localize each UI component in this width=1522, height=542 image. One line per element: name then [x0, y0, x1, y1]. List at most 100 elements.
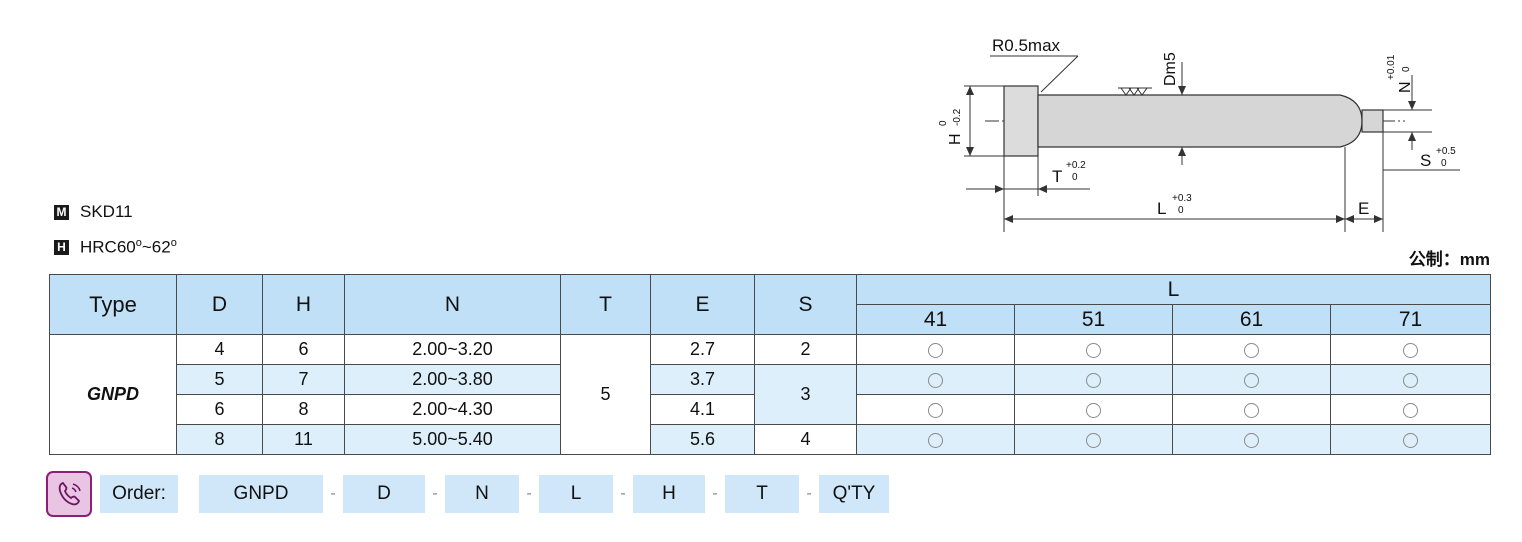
availability-mark	[1403, 432, 1418, 448]
radius-label: R0.5max	[992, 36, 1061, 55]
header-l: L	[856, 274, 1491, 305]
cell-h: 8	[262, 394, 345, 425]
finish-symbol	[1118, 87, 1152, 96]
cell-t: 5	[560, 334, 651, 455]
dm5-label: Dm5	[1162, 52, 1179, 86]
pin-drawing: R0.5max Dm5 H 0 -0.2 N +0.01 0 S +0.5 0 …	[938, 36, 1460, 232]
header-type: Type	[49, 274, 177, 335]
pin-shank	[1037, 94, 1363, 148]
spec-table: Type D H N T E S L 41 51 61 71 GNPD 4 6 …	[49, 274, 1491, 455]
availability-mark	[1244, 402, 1259, 418]
svg-text:+0.2: +0.2	[1066, 160, 1086, 171]
availability-mark	[1403, 402, 1418, 418]
cell-l-71	[1330, 424, 1491, 455]
header-h: H	[262, 274, 345, 335]
header-n: N	[344, 274, 561, 335]
header-s: S	[754, 274, 857, 335]
cell-e: 5.6	[650, 424, 755, 455]
header-l-51: 51	[1014, 304, 1173, 335]
material-value: SKD11	[80, 202, 133, 221]
order-code-bar: Order: GNPD - D - N - L - H - T - Q'TY	[46, 470, 889, 517]
cell-d: 4	[176, 334, 263, 365]
cell-l-71	[1330, 364, 1491, 395]
cell-s: 2	[754, 334, 857, 365]
availability-mark	[928, 372, 943, 388]
unit-label: 公制：mm	[1408, 250, 1490, 269]
cell-n: 2.00~3.20	[344, 334, 561, 365]
header-l-61: 61	[1172, 304, 1331, 335]
pin-tip	[1361, 109, 1384, 133]
hardness-value: HRC60o~62o	[80, 237, 177, 257]
cell-n: 2.00~4.30	[344, 394, 561, 425]
header-e: E	[650, 274, 755, 335]
cell-l-61	[1172, 424, 1331, 455]
header-t: T	[560, 274, 651, 335]
n-dim-label: N	[1397, 81, 1414, 93]
hardness-mark: H	[54, 239, 69, 255]
availability-mark	[1403, 372, 1418, 388]
table-row: 8 11 5.00~5.40 5.6 4	[50, 424, 1491, 455]
availability-mark	[1244, 342, 1259, 358]
cell-s: 4	[754, 424, 857, 455]
header-d: D	[176, 274, 263, 335]
t-dim-label: T	[1052, 167, 1062, 186]
cell-l-51	[1014, 424, 1173, 455]
cell-d: 6	[176, 394, 263, 425]
e-dim-label: E	[1358, 199, 1369, 218]
material-mark: M	[54, 204, 69, 220]
availability-mark	[1086, 372, 1101, 388]
availability-mark	[1086, 432, 1101, 448]
order-field-h: H	[633, 474, 705, 513]
cell-n: 2.00~3.80	[344, 364, 561, 395]
svg-text:+0.3: +0.3	[1172, 193, 1192, 204]
h-dim-label: H	[947, 133, 964, 145]
svg-text:+0.01: +0.01	[1386, 54, 1397, 80]
cell-d: 8	[176, 424, 263, 455]
cell-s: 3	[754, 364, 857, 425]
order-field-n: N	[445, 474, 519, 513]
svg-text:0: 0	[1178, 205, 1184, 216]
cell-l-71	[1330, 334, 1491, 365]
table-row: 5 7 2.00~3.80 3.7 3	[50, 364, 1491, 425]
cell-e: 3.7	[650, 364, 755, 395]
hardness-spec: H HRC60o~62o	[54, 237, 177, 258]
svg-text:0: 0	[938, 120, 949, 126]
type-cell: GNPD	[49, 334, 177, 455]
order-field-d: D	[343, 474, 425, 513]
svg-text:0: 0	[1401, 66, 1412, 72]
order-field-qty: Q'TY	[819, 474, 889, 513]
availability-mark	[1244, 432, 1259, 448]
cell-l-41	[856, 394, 1015, 425]
phone-icon	[46, 470, 92, 517]
cell-n: 5.00~5.40	[344, 424, 561, 455]
cell-l-41	[856, 424, 1015, 455]
order-field-type: GNPD	[199, 474, 323, 513]
cell-l-51	[1014, 394, 1173, 425]
cell-l-71	[1330, 394, 1491, 425]
s-dim-label: S	[1420, 151, 1431, 170]
cell-h: 7	[262, 364, 345, 395]
availability-mark	[928, 402, 943, 418]
svg-text:0: 0	[1072, 172, 1078, 183]
order-field-t: T	[725, 474, 799, 513]
cell-h: 11	[262, 424, 345, 455]
cell-l-61	[1172, 334, 1331, 365]
table-row: 6 8 2.00~4.30 4.1	[50, 394, 1491, 425]
availability-mark	[1086, 342, 1101, 358]
svg-text:-0.2: -0.2	[952, 108, 963, 126]
cell-d: 5	[176, 364, 263, 395]
svg-text:+0.5: +0.5	[1436, 146, 1456, 157]
cell-h: 6	[262, 334, 345, 365]
cell-l-41	[856, 334, 1015, 365]
availability-mark	[928, 432, 943, 448]
pin-head	[1003, 85, 1039, 157]
table-row: GNPD 4 6 2.00~3.20 5 2.7 2	[49, 334, 1491, 455]
svg-text:0: 0	[1441, 158, 1447, 169]
cell-l-51	[1014, 334, 1173, 365]
material-spec: M SKD11	[54, 202, 133, 222]
availability-mark	[928, 342, 943, 358]
availability-mark	[1244, 372, 1259, 388]
order-label: Order:	[100, 474, 178, 513]
cell-e: 2.7	[650, 334, 755, 365]
cell-e: 4.1	[650, 394, 755, 425]
